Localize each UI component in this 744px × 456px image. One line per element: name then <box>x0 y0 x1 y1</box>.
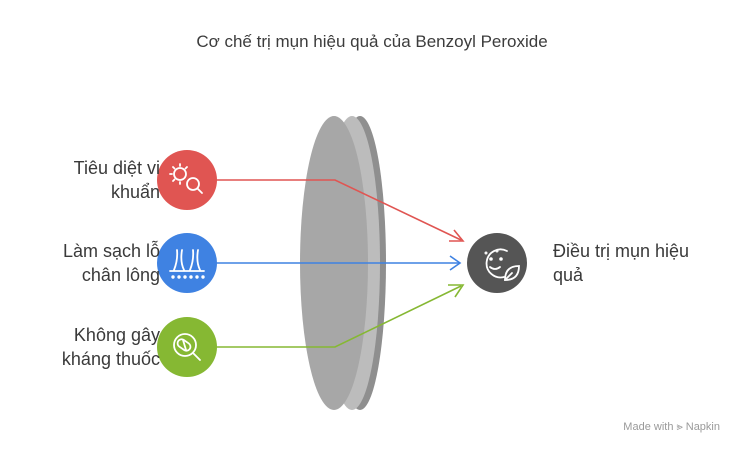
pill-magnifier-icon <box>173 333 201 361</box>
arrowhead-bacteria <box>449 229 465 242</box>
input-label-bacteria: Tiêu diệt vi khuẩn <box>10 156 160 204</box>
input-label-resistance-line1: Không gây <box>73 325 160 345</box>
input-label-pores-line1: Làm sạch lỗ <box>62 241 160 261</box>
input-label-bacteria-line2: khuẩn <box>110 182 160 202</box>
arrowhead-resistance <box>448 284 465 298</box>
input-label-resistance: Không gây kháng thuốc <box>10 323 160 371</box>
input-label-pores: Làm sạch lỗ chân lông <box>10 239 160 287</box>
output-label-line1: Điều trị mụn hiệu <box>553 241 690 261</box>
connector-bacteria <box>216 179 462 241</box>
clear-face-leaf-icon <box>484 248 520 281</box>
arrowhead-pores <box>449 255 462 271</box>
pore-cleaning-icon <box>169 249 205 279</box>
connector-resistance <box>216 285 462 348</box>
input-node-pores <box>157 233 217 293</box>
output-label-line2: quả <box>553 265 584 285</box>
napkin-watermark[interactable]: Made with ⪢ Napkin <box>623 421 720 433</box>
input-label-bacteria-line1: Tiêu diệt vi <box>73 158 160 178</box>
diagram-title: Cơ chế trị mụn hiệu quả của Benzoyl Pero… <box>196 32 548 51</box>
input-node-resistance <box>157 317 217 377</box>
input-node-bacteria <box>157 150 217 210</box>
output-label: Điều trị mụn hiệu quả <box>553 239 733 287</box>
input-label-resistance-line2: kháng thuốc <box>61 349 160 369</box>
input-label-pores-line2: chân lông <box>81 265 160 285</box>
bacteria-magnifier-icon <box>169 163 203 194</box>
output-node <box>467 233 527 293</box>
